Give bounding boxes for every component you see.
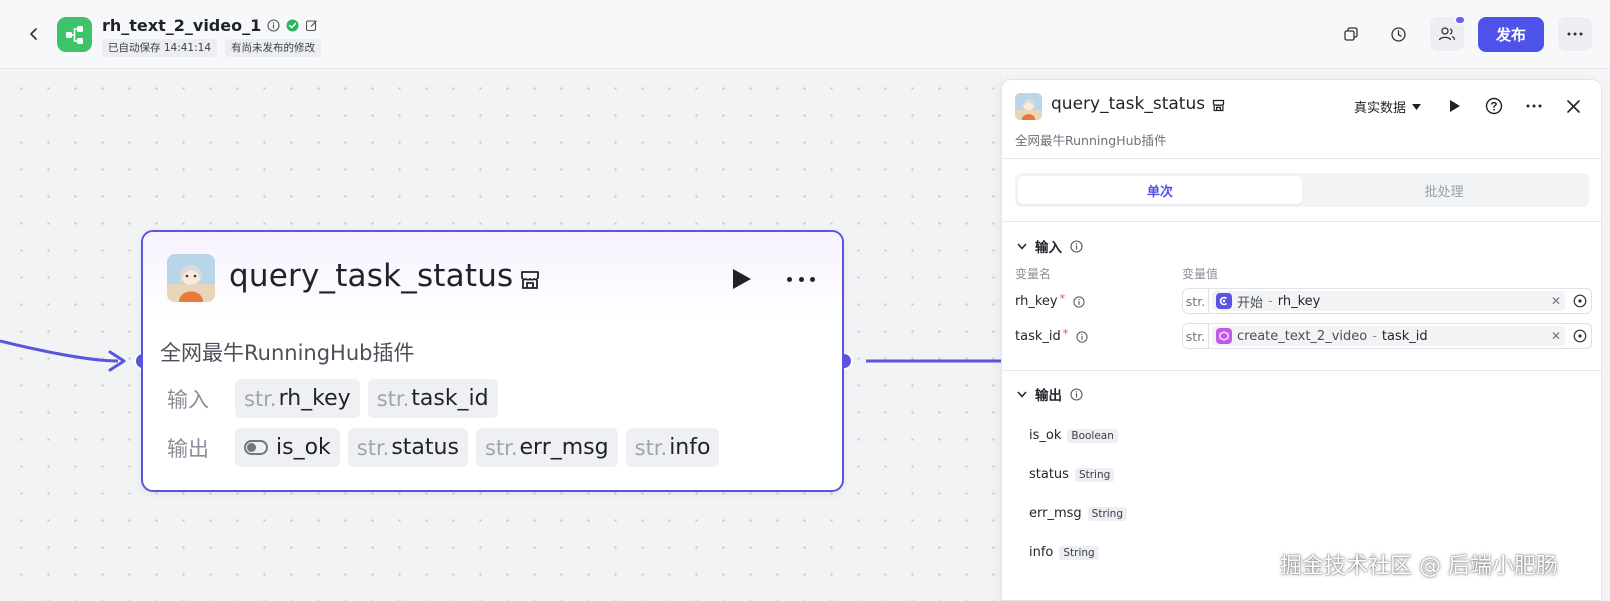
caret-down-icon: [1412, 103, 1422, 110]
edge-layer: [0, 339, 1002, 372]
column-variable-value: 变量值: [1182, 267, 1219, 281]
panel-plugin-avatar: [1015, 93, 1042, 120]
info-icon[interactable]: [1073, 295, 1085, 308]
output-item-err-msg: err_msg String: [1029, 506, 1127, 521]
column-variable-name: 变量名: [1015, 267, 1052, 281]
input-chip-rh-key: str.rh_key: [235, 379, 360, 418]
node-output-label: 输出: [167, 436, 209, 461]
app-title: rh_text_2_video_1: [102, 16, 262, 35]
output-chip-is-ok: is_ok: [235, 428, 340, 467]
info-icon[interactable]: [1070, 387, 1083, 401]
variable-reference[interactable]: 开始 - rh_key ✕: [1212, 291, 1565, 311]
background-strip: [1602, 79, 1610, 601]
data-mode-select[interactable]: 真实数据: [1354, 97, 1422, 116]
start-node-icon: [1216, 293, 1232, 309]
output-chip-err-msg: str.err_msg: [475, 428, 618, 467]
info-icon[interactable]: [1076, 330, 1088, 343]
publish-button[interactable]: 发布: [1478, 17, 1544, 52]
unpublished-status: 有尚未发布的修改: [225, 39, 321, 57]
node-input-label: 输入: [167, 387, 209, 412]
workflow-logo-icon: [57, 17, 92, 52]
info-icon[interactable]: [266, 19, 280, 33]
workflow-canvas[interactable]: query_task_status 全网最牛RunningHub插件 输入 st…: [0, 69, 1002, 601]
param-value-task-id[interactable]: str. create_text_2_video - task_id ✕: [1182, 323, 1592, 349]
store-icon: [518, 268, 542, 292]
panel-title: query_task_status: [1051, 94, 1206, 114]
output-section-title: 输出: [1035, 388, 1062, 404]
chevron-down-icon: [1017, 391, 1027, 398]
notification-badge: [1454, 15, 1466, 25]
node-description: 全网最牛RunningHub插件: [160, 341, 415, 365]
output-item-status: status String: [1029, 467, 1115, 482]
output-section-toggle[interactable]: 输出: [1017, 384, 1083, 404]
output-item-info: info String: [1029, 545, 1099, 560]
autosave-status: 已自动保存 14:41:14: [102, 39, 217, 57]
more-icon[interactable]: [1558, 17, 1592, 51]
clear-icon[interactable]: ✕: [1550, 294, 1561, 308]
copy-icon[interactable]: [1334, 17, 1368, 51]
run-mode-tabs: 单次 批处理: [1015, 173, 1589, 207]
select-variable-icon[interactable]: [1569, 324, 1591, 348]
type-badge: String: [1059, 545, 1099, 560]
edit-icon[interactable]: [304, 19, 318, 33]
panel-divider: [1002, 158, 1602, 159]
node-detail-panel: query_task_status 全网最牛RunningHub插件 真实数据 …: [1001, 79, 1602, 601]
history-icon[interactable]: [1381, 17, 1415, 51]
type-prefix: str.: [1183, 289, 1209, 313]
back-arrow-icon[interactable]: [22, 22, 46, 46]
close-icon[interactable]: [1562, 95, 1584, 117]
panel-store-icon: [1211, 98, 1226, 113]
tab-batch[interactable]: 批处理: [1424, 184, 1464, 200]
param-value-rh-key[interactable]: str. 开始 - rh_key ✕: [1182, 288, 1592, 314]
collaborators-icon[interactable]: [1430, 15, 1466, 51]
type-badge: Boolean: [1067, 428, 1118, 443]
top-bar: rh_text_2_video_1 已自动保存 14:41:14 有尚未发布的修…: [0, 0, 1610, 69]
panel-divider: [1002, 370, 1602, 371]
panel-more-icon[interactable]: [1523, 95, 1545, 117]
param-name-task-id: task_id*: [1015, 327, 1088, 344]
info-icon[interactable]: [1070, 239, 1083, 253]
select-variable-icon[interactable]: [1569, 289, 1591, 313]
node-input-row: 输入 str.rh_key str.task_id: [167, 379, 498, 418]
output-chip-info: str.info: [625, 428, 720, 467]
incoming-edge-arrow: [108, 350, 126, 372]
input-section-title: 输入: [1035, 240, 1062, 256]
node-more-icon[interactable]: [783, 266, 819, 292]
data-mode-label: 真实数据: [1354, 101, 1407, 116]
output-item-is-ok: is_ok Boolean: [1029, 428, 1118, 443]
panel-run-icon[interactable]: [1444, 95, 1466, 117]
variable-reference[interactable]: create_text_2_video - task_id ✕: [1212, 326, 1565, 346]
tab-single[interactable]: 单次: [1018, 176, 1302, 204]
incoming-edge: [0, 339, 119, 363]
watermark: 掘金技术社区 @ 后端小肥肠: [1280, 554, 1558, 579]
type-badge: String: [1074, 467, 1115, 482]
boolean-toggle-icon: [244, 440, 268, 455]
check-circle-icon: [285, 19, 299, 33]
node-output-row: 输出 is_ok str.status str.err_msg str.info: [167, 428, 720, 467]
panel-subtitle: 全网最牛RunningHub插件: [1015, 133, 1167, 148]
type-badge: String: [1087, 506, 1127, 521]
panel-divider: [1002, 221, 1602, 222]
plugin-node-card[interactable]: query_task_status 全网最牛RunningHub插件 输入 st…: [141, 230, 844, 492]
plugin-avatar: [167, 254, 215, 302]
run-icon[interactable]: [728, 266, 754, 292]
param-name-rh-key: rh_key*: [1015, 292, 1085, 309]
type-prefix: str.: [1183, 324, 1209, 348]
clear-icon[interactable]: ✕: [1550, 329, 1561, 343]
output-chip-status: str.status: [347, 428, 468, 467]
plugin-node-icon: [1216, 328, 1232, 344]
input-section-toggle[interactable]: 输入: [1017, 236, 1083, 256]
help-icon[interactable]: [1483, 95, 1505, 117]
input-chip-task-id: str.task_id: [367, 379, 498, 418]
node-title: query_task_status: [229, 258, 514, 294]
chevron-down-icon: [1017, 243, 1027, 250]
